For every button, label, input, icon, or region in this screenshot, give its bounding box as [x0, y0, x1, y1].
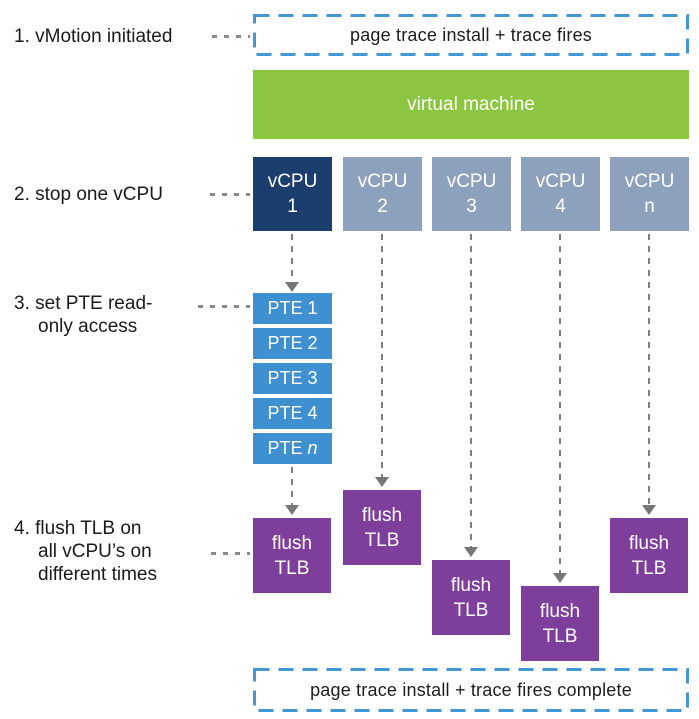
bottom-banner: page trace install + trace fires complet…: [253, 668, 689, 712]
step4-line2: all vCPU’s on: [38, 541, 152, 562]
flush-tlb-4-line1: flush: [539, 600, 581, 622]
flush-tlb-3-box: flush TLB: [432, 560, 510, 635]
step3-line2: only access: [38, 316, 138, 337]
arrow-vcpu2-to-flush2: [375, 234, 389, 487]
vcpu-3-box: vCPU 3: [432, 157, 511, 231]
step4-label: 4. flush TLB on all vCPU’s on different …: [14, 517, 157, 586]
pte-1-id: 1: [307, 298, 318, 318]
flush-tlb-n-box: flush TLB: [610, 518, 688, 593]
bottom-banner-text: page trace install + trace fires complet…: [310, 679, 632, 700]
flush-tlb-1-line2: TLB: [274, 557, 310, 579]
step2-label: 2. stop one vCPU: [14, 183, 163, 206]
step1-label: 1. vMotion initiated: [14, 25, 172, 48]
flush-tlb-2-line2: TLB: [364, 529, 400, 551]
flush-tlb-n-line2: TLB: [631, 557, 667, 579]
pte-1-name: PTE: [267, 298, 303, 318]
flush-tlb-4-line2: TLB: [542, 625, 578, 647]
pte-3-id: 3: [307, 368, 318, 388]
virtual-machine-box: virtual machine: [253, 70, 689, 139]
vcpu-3-name: vCPU: [446, 171, 497, 192]
vcpu-n-name: vCPU: [624, 171, 675, 192]
pte-2-id: 2: [307, 333, 318, 353]
flush-tlb-2-line1: flush: [361, 504, 403, 526]
arrow-pten-to-flush1: [285, 467, 299, 515]
step1-text: 1. vMotion initiated: [14, 26, 173, 47]
flush-tlb-3-line1: flush: [450, 574, 492, 596]
step4-line3: different times: [38, 564, 157, 585]
step4-line1: 4. flush TLB on: [14, 518, 142, 539]
vcpu-2-id: 2: [377, 196, 388, 217]
pte-4-id: 4: [307, 403, 318, 423]
flush-tlb-4-box: flush TLB: [521, 586, 599, 661]
flush-tlb-2-box: flush TLB: [343, 490, 421, 565]
vcpu-1-id: 1: [287, 196, 298, 217]
virtual-machine-label: virtual machine: [407, 93, 535, 115]
pte-3-name: PTE: [267, 368, 303, 388]
bottom-banner-dashed-border: [253, 668, 689, 712]
vcpu-1-box: vCPU 1: [253, 157, 332, 231]
arrow-vcpu1-to-pte1: [285, 234, 299, 292]
arrow-vcpun-to-flushn: [642, 234, 656, 515]
top-banner-dashed-border: [253, 14, 689, 56]
pte-4-name: PTE: [267, 403, 303, 423]
vcpu-4-id: 4: [555, 196, 566, 217]
flush-tlb-1-line1: flush: [271, 532, 313, 554]
top-banner-text: page trace install + trace fires: [349, 24, 593, 45]
pte-n-name: PTE: [267, 438, 303, 458]
flush-tlb-n-line1: flush: [628, 532, 670, 554]
vcpu-2-box: vCPU 2: [343, 157, 422, 231]
step4-connector: [211, 552, 250, 555]
top-banner: page trace install + trace fires: [253, 14, 689, 56]
step3-line1: 3. set PTE read-: [14, 293, 153, 314]
flush-tlb-3-line2: TLB: [453, 599, 489, 621]
step2-connector: [210, 193, 250, 196]
arrow-vcpu3-to-flush3: [464, 234, 478, 557]
arrow-vcpu4-to-flush4: [553, 234, 567, 583]
vcpu-4-box: vCPU 4: [521, 157, 600, 231]
flush-tlb-1-box: flush TLB: [253, 518, 331, 593]
vcpu-4-name: vCPU: [535, 171, 586, 192]
step2-text: 2. stop one vCPU: [14, 184, 163, 205]
vcpu-1-name: vCPU: [267, 171, 318, 192]
vcpu-3-id: 3: [466, 196, 477, 217]
pte-n-id: n: [307, 438, 318, 458]
step3-connector: [198, 305, 250, 308]
step1-connector: [212, 35, 250, 38]
vcpu-n-id: n: [644, 196, 655, 217]
vcpu-n-box: vCPU n: [610, 157, 689, 231]
pte-2-name: PTE: [267, 333, 303, 353]
step3-label: 3. set PTE read- only access: [14, 292, 152, 338]
vcpu-2-name: vCPU: [357, 171, 408, 192]
